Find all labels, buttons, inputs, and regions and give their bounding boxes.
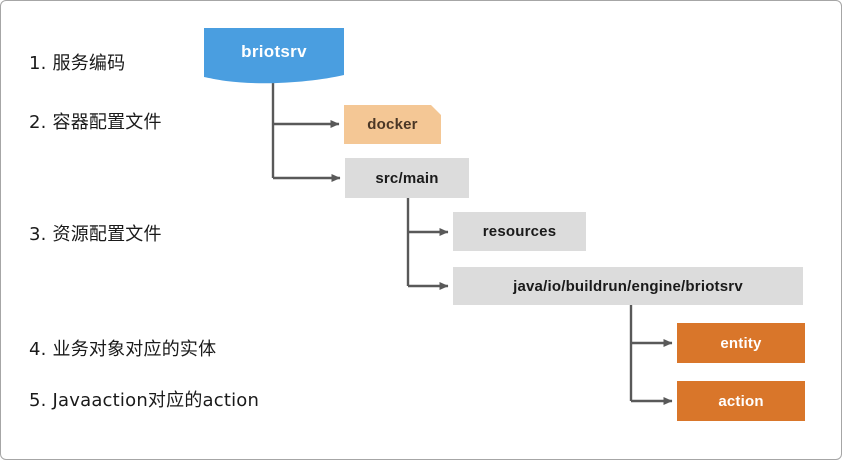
node-java-path-label: java/io/buildrun/engine/briotsrv <box>513 277 743 295</box>
legend-item-3: 3. 资源配置文件 <box>29 224 162 245</box>
node-docker-label: docker <box>367 116 418 133</box>
node-resources[interactable]: resources <box>453 212 586 251</box>
legend-item-4: 4. 业务对象对应的实体 <box>29 339 217 360</box>
node-resources-label: resources <box>482 223 557 240</box>
node-action-label: action <box>718 392 764 410</box>
node-briotsrv[interactable]: briotsrv <box>204 28 344 86</box>
node-src-main[interactable]: src/main <box>345 158 469 198</box>
legend-item-5: 5. Javaaction对应的action <box>29 390 260 411</box>
legend-item-1: 1. 服务编码 <box>29 53 126 74</box>
folder-fold-icon <box>431 105 441 115</box>
node-entity[interactable]: entity <box>677 323 805 363</box>
node-java-path[interactable]: java/io/buildrun/engine/briotsrv <box>453 267 803 305</box>
node-docker[interactable]: docker <box>344 105 441 144</box>
node-action[interactable]: action <box>677 381 805 421</box>
node-entity-label: entity <box>720 334 762 352</box>
node-src-main-label: src/main <box>375 169 439 187</box>
legend-item-2: 2. 容器配置文件 <box>29 112 162 133</box>
